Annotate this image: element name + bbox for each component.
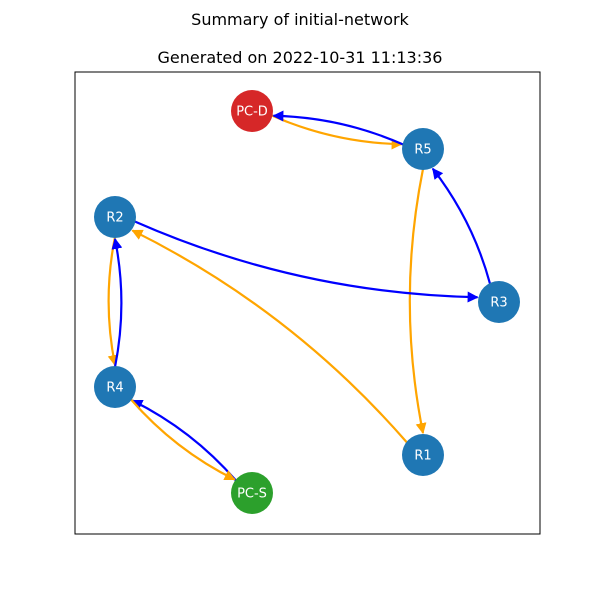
- figure-title: Summary of initial-network: [191, 10, 409, 29]
- node-pc-d: PC-D: [231, 90, 273, 132]
- node-pc-s: PC-S: [231, 472, 273, 514]
- node-label: PC-S: [237, 487, 267, 502]
- edge-r4-to-r2: [111, 237, 123, 368]
- edge-r3-to-r5: [431, 167, 492, 285]
- node-r2: R2: [94, 196, 136, 238]
- node-circle: [231, 472, 273, 514]
- node-r5: R5: [402, 128, 444, 170]
- plot-frame: [74, 71, 541, 535]
- node-circle: [231, 90, 273, 132]
- node-circle: [478, 281, 520, 323]
- figure-subtitle: Generated on 2022-10-31 11:13:36: [157, 48, 443, 67]
- edge-r5-to-pc-d: [272, 110, 404, 146]
- node-label: R2: [106, 211, 123, 226]
- node-label: R3: [490, 296, 507, 311]
- node-r4: R4: [94, 366, 136, 408]
- edge-r2-to-r3: [134, 220, 479, 303]
- edge-pc-d-to-r5: [271, 114, 403, 150]
- node-label: R4: [106, 381, 123, 396]
- edge-pc-s-to-r4: [131, 399, 238, 482]
- node-circle: [402, 434, 444, 476]
- node-circle: [94, 196, 136, 238]
- edges-layer: [107, 110, 492, 482]
- edge-r1-to-r2: [131, 229, 409, 444]
- node-label: R5: [414, 143, 431, 158]
- edge-r5-to-r1: [408, 168, 427, 435]
- node-r1: R1: [402, 434, 444, 476]
- node-r3: R3: [478, 281, 520, 323]
- node-circle: [402, 128, 444, 170]
- edge-r2-to-r4: [107, 236, 119, 367]
- node-label: R1: [414, 449, 431, 464]
- edge-r4-to-pc-s: [129, 398, 236, 481]
- node-circle: [94, 366, 136, 408]
- node-label: PC-D: [236, 105, 268, 120]
